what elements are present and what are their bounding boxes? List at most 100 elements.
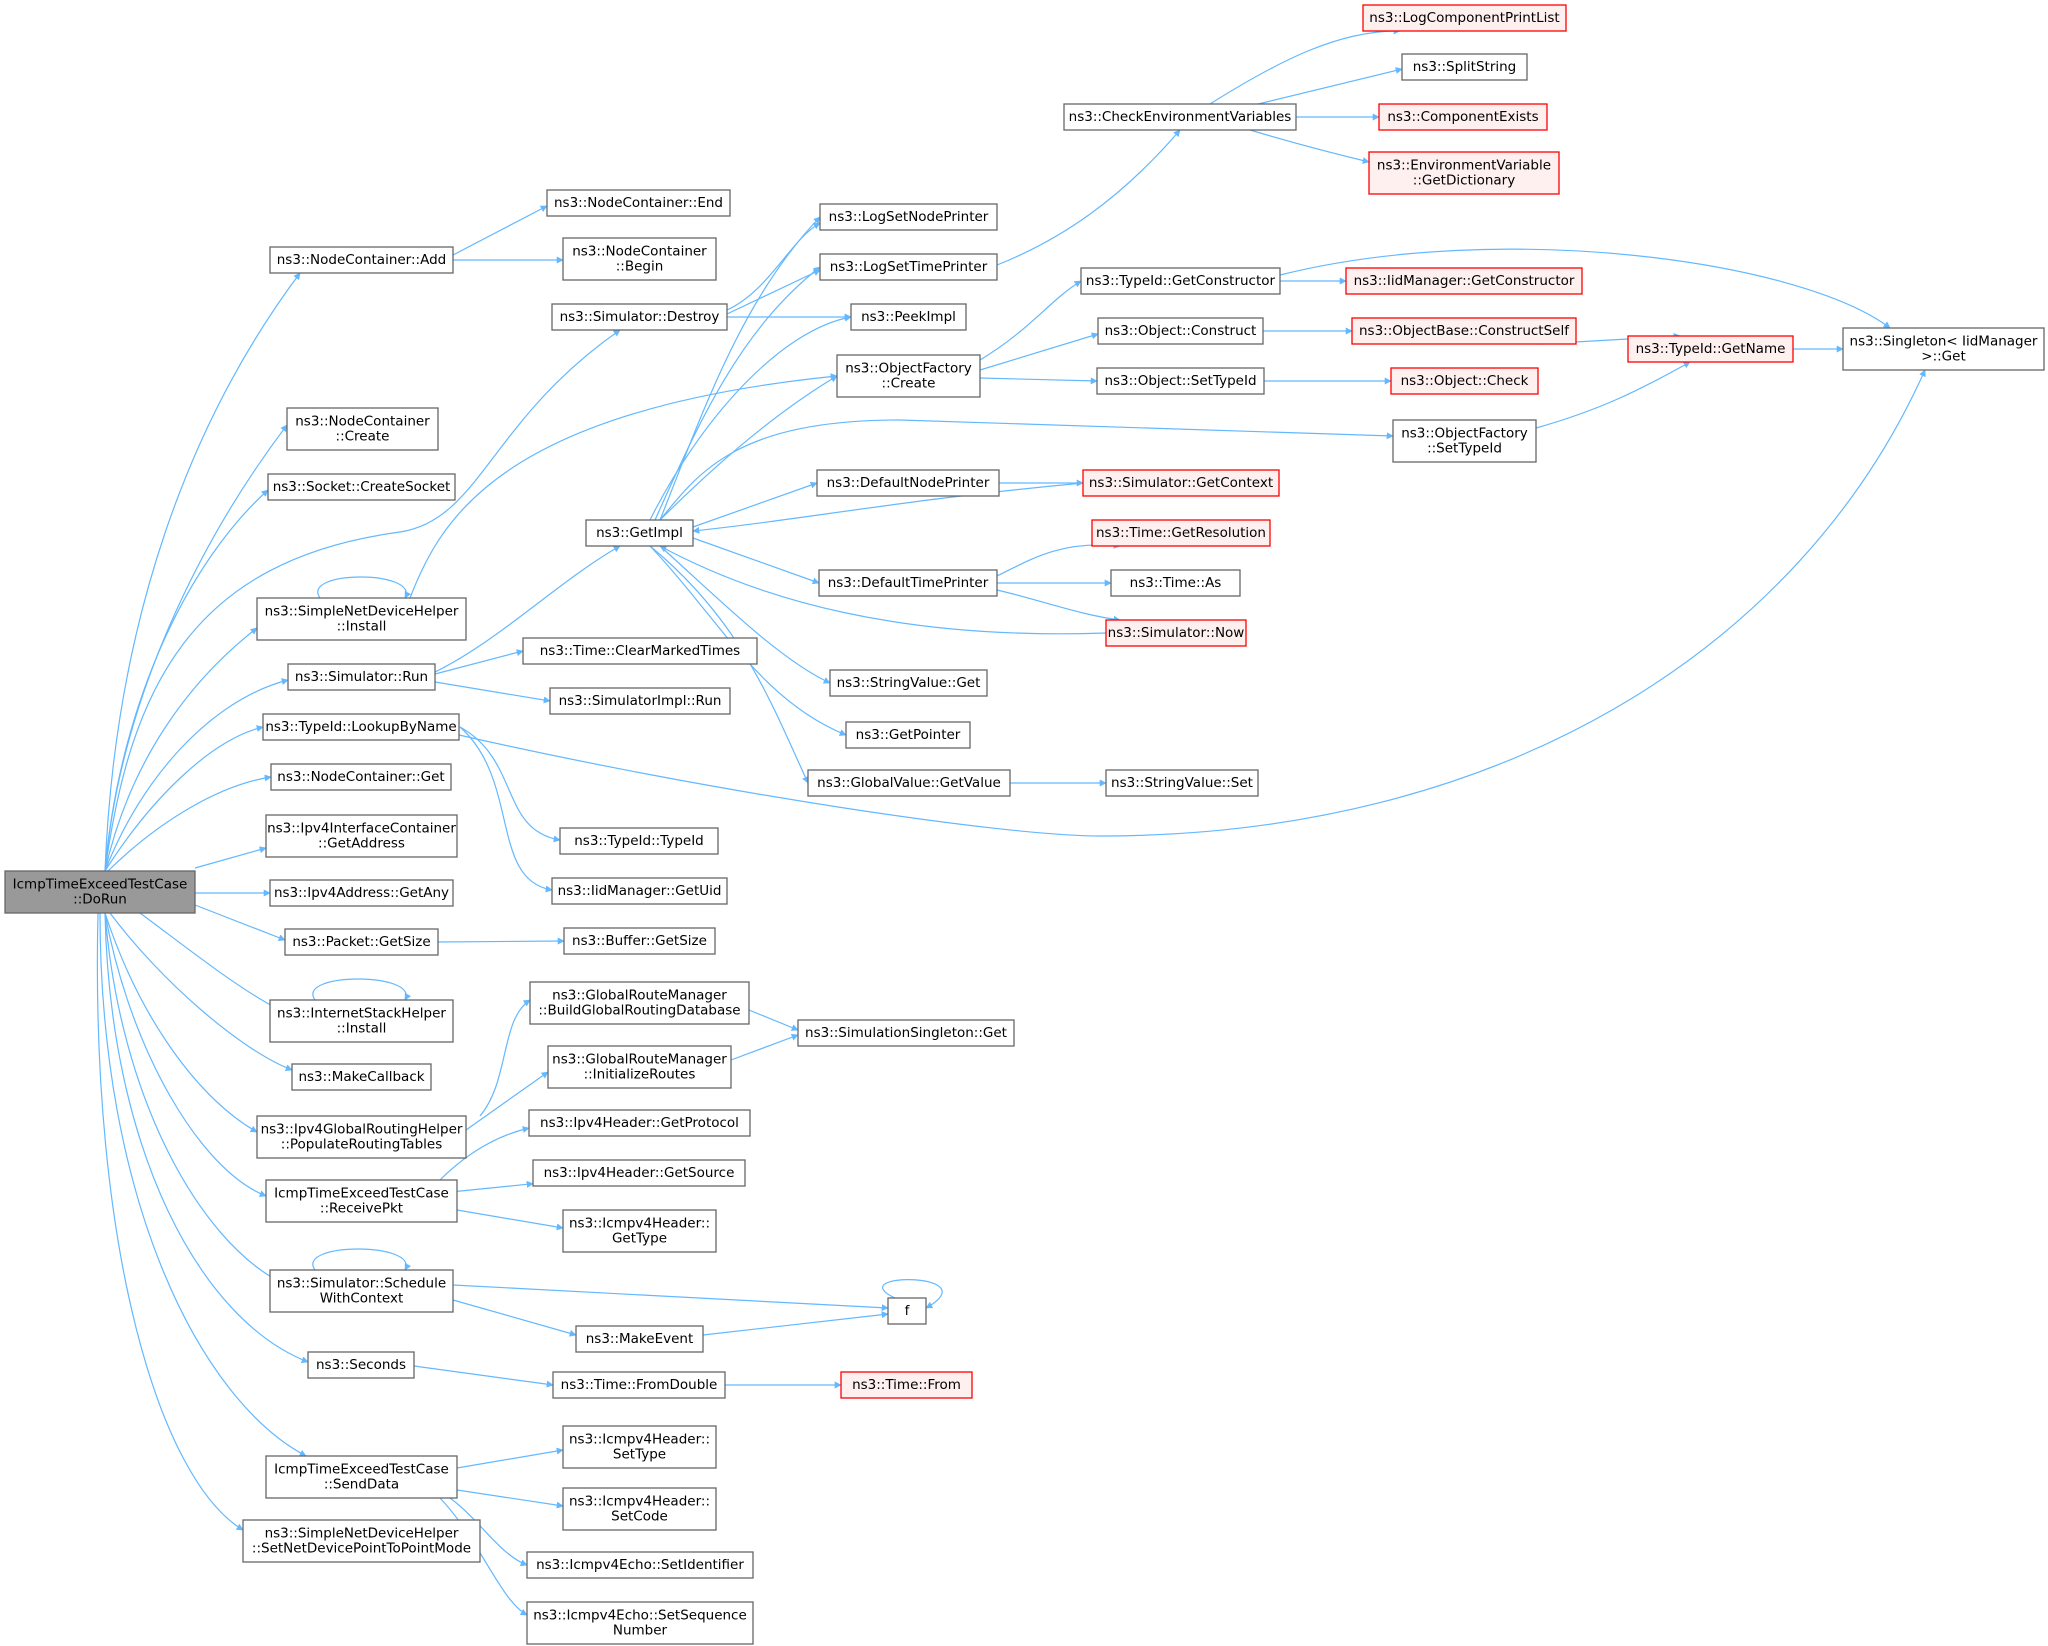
node-box[interactable] (797, 1019, 1015, 1047)
node-default_time[interactable]: ns3::DefaultTimePrinter (818, 569, 998, 597)
node-box[interactable] (816, 469, 1000, 497)
node-box[interactable] (552, 1371, 726, 1399)
node-itetc_send[interactable]: IcmpTimeExceedTestCase::SendData (265, 1455, 458, 1499)
node-box[interactable] (887, 1297, 927, 1325)
node-default_node[interactable]: ns3::DefaultNodePrinter (816, 469, 1000, 497)
node-box[interactable] (562, 1487, 717, 1531)
node-box[interactable] (1082, 469, 1280, 497)
node-nc_add[interactable]: ns3::NodeContainer::Add (269, 246, 454, 274)
node-splitstring[interactable]: ns3::SplitString (1401, 53, 1528, 81)
node-box[interactable] (1401, 53, 1528, 81)
node-box[interactable] (559, 827, 719, 855)
node-box[interactable] (265, 1179, 458, 1223)
node-box[interactable] (529, 981, 750, 1025)
node-nc_end[interactable]: ns3::NodeContainer::End (546, 189, 731, 217)
node-box[interactable] (1842, 327, 2045, 371)
node-sim_destroy[interactable]: ns3::Simulator::Destroy (551, 303, 728, 331)
node-box[interactable] (522, 637, 758, 665)
node-itetc_receive[interactable]: IcmpTimeExceedTestCase::ReceivePkt (265, 1179, 458, 1223)
node-log_settime[interactable]: ns3::LogSetTimePrinter (819, 253, 998, 281)
node-nc_begin[interactable]: ns3::NodeContainer::Begin (562, 237, 717, 281)
node-peekimpl[interactable]: ns3::PeekImpl (850, 303, 967, 331)
node-box[interactable] (819, 253, 998, 281)
node-box[interactable] (1368, 151, 1560, 195)
node-log_setnode[interactable]: ns3::LogSetNodePrinter (819, 203, 998, 231)
node-box[interactable] (256, 597, 467, 641)
node-iidm_getuid[interactable]: ns3::IidManager::GetUid (551, 877, 728, 905)
node-grm_init[interactable]: ns3::GlobalRouteManager::InitializeRoute… (547, 1045, 732, 1089)
node-make_callback[interactable]: ns3::MakeCallback (291, 1063, 432, 1091)
node-box[interactable] (256, 1115, 467, 1159)
node-box[interactable] (562, 237, 717, 281)
node-box[interactable] (287, 663, 436, 691)
node-box[interactable] (1091, 519, 1271, 547)
node-icmpv4e_setid[interactable]: ns3::Icmpv4Echo::SetIdentifier (526, 1551, 754, 1579)
node-snd_install[interactable]: ns3::SimpleNetDeviceHelper::Install (256, 597, 467, 641)
node-compexists[interactable]: ns3::ComponentExists (1378, 103, 1548, 131)
node-box[interactable] (267, 473, 456, 501)
node-box[interactable] (562, 1425, 717, 1469)
node-box[interactable] (1378, 103, 1548, 131)
node-ipv4h_getsrc[interactable]: ns3::Ipv4Header::GetSource (532, 1159, 746, 1187)
node-box[interactable] (1392, 419, 1537, 463)
node-time_clear[interactable]: ns3::Time::ClearMarkedTimes (522, 637, 758, 665)
node-grm_build[interactable]: ns3::GlobalRouteManager::BuildGlobalRout… (529, 981, 750, 1025)
node-f[interactable]: f (887, 1297, 927, 1325)
node-simsingleton_get[interactable]: ns3::SimulationSingleton::Get (797, 1019, 1015, 1047)
node-box[interactable] (585, 519, 694, 547)
node-getimpl[interactable]: ns3::GetImpl (585, 519, 694, 547)
node-objbase_constructself[interactable]: ns3::ObjectBase::ConstructSelf (1351, 317, 1577, 345)
node-box[interactable] (807, 769, 1011, 797)
node-box[interactable] (840, 1371, 973, 1399)
node-box[interactable] (1096, 367, 1265, 395)
node-box[interactable] (818, 569, 998, 597)
node-box[interactable] (1105, 769, 1259, 797)
node-icmpv4h_gettype[interactable]: ns3::Icmpv4Header::GetType (562, 1209, 717, 1253)
node-box[interactable] (1110, 569, 1241, 597)
node-time_getres[interactable]: ns3::Time::GetResolution (1091, 519, 1271, 547)
node-box[interactable] (1351, 317, 1577, 345)
node-box[interactable] (551, 877, 728, 905)
node-objfact_settypeid[interactable]: ns3::ObjectFactory::SetTypeId (1392, 419, 1537, 463)
node-box[interactable] (526, 1601, 754, 1645)
node-icmpv4h_settype[interactable]: ns3::Icmpv4Header::SetType (562, 1425, 717, 1469)
node-log_printlist[interactable]: ns3::LogComponentPrintList (1362, 4, 1567, 32)
node-box[interactable] (1080, 267, 1281, 295)
node-box[interactable] (1627, 335, 1794, 363)
node-sim_getcontext[interactable]: ns3::Simulator::GetContext (1082, 469, 1280, 497)
node-box[interactable] (563, 927, 716, 955)
node-box[interactable] (265, 1455, 458, 1499)
node-box[interactable] (307, 1351, 415, 1379)
node-box[interactable] (836, 354, 981, 398)
node-tid_lookup[interactable]: ns3::TypeId::LookupByName (262, 713, 460, 741)
node-time_from[interactable]: ns3::Time::From (840, 1371, 973, 1399)
node-sock_create[interactable]: ns3::Socket::CreateSocket (267, 473, 456, 501)
node-snd_setp2p[interactable]: ns3::SimpleNetDeviceHelper::SetNetDevice… (242, 1519, 481, 1563)
node-envvar_getdict[interactable]: ns3::EnvironmentVariable::GetDictionary (1368, 151, 1560, 195)
node-box[interactable] (1063, 103, 1297, 131)
node-ish_install[interactable]: ns3::InternetStackHelper::Install (269, 999, 454, 1043)
node-box[interactable] (286, 407, 439, 451)
node-singleton_get[interactable]: ns3::Singleton< IidManager >::Get (1842, 327, 2045, 371)
node-box[interactable] (845, 721, 971, 749)
node-sim_run[interactable]: ns3::Simulator::Run (287, 663, 436, 691)
node-sim_now[interactable]: ns3::Simulator::Now (1105, 619, 1247, 647)
node-ipv4addr_getany[interactable]: ns3::Ipv4Address::GetAny (269, 879, 454, 907)
node-tid_typeid[interactable]: ns3::TypeId::TypeId (559, 827, 719, 855)
node-tid_getconstructor[interactable]: ns3::TypeId::GetConstructor (1080, 267, 1281, 295)
node-getpointer[interactable]: ns3::GetPointer (845, 721, 971, 749)
node-box[interactable] (549, 687, 731, 715)
node-box[interactable] (242, 1519, 481, 1563)
node-box[interactable] (269, 1269, 454, 1313)
node-stringvalue_get[interactable]: ns3::StringValue::Get (829, 669, 988, 697)
node-box[interactable] (269, 246, 454, 274)
node-box[interactable] (262, 713, 460, 741)
node-tid_getname[interactable]: ns3::TypeId::GetName (1627, 335, 1794, 363)
node-iidm_getconstructor[interactable]: ns3::IidManager::GetConstructor (1345, 267, 1583, 295)
node-root[interactable]: IcmpTimeExceedTestCase::DoRun (4, 870, 196, 914)
node-box[interactable] (829, 669, 988, 697)
node-box[interactable] (528, 1109, 751, 1137)
node-box[interactable] (819, 203, 998, 231)
